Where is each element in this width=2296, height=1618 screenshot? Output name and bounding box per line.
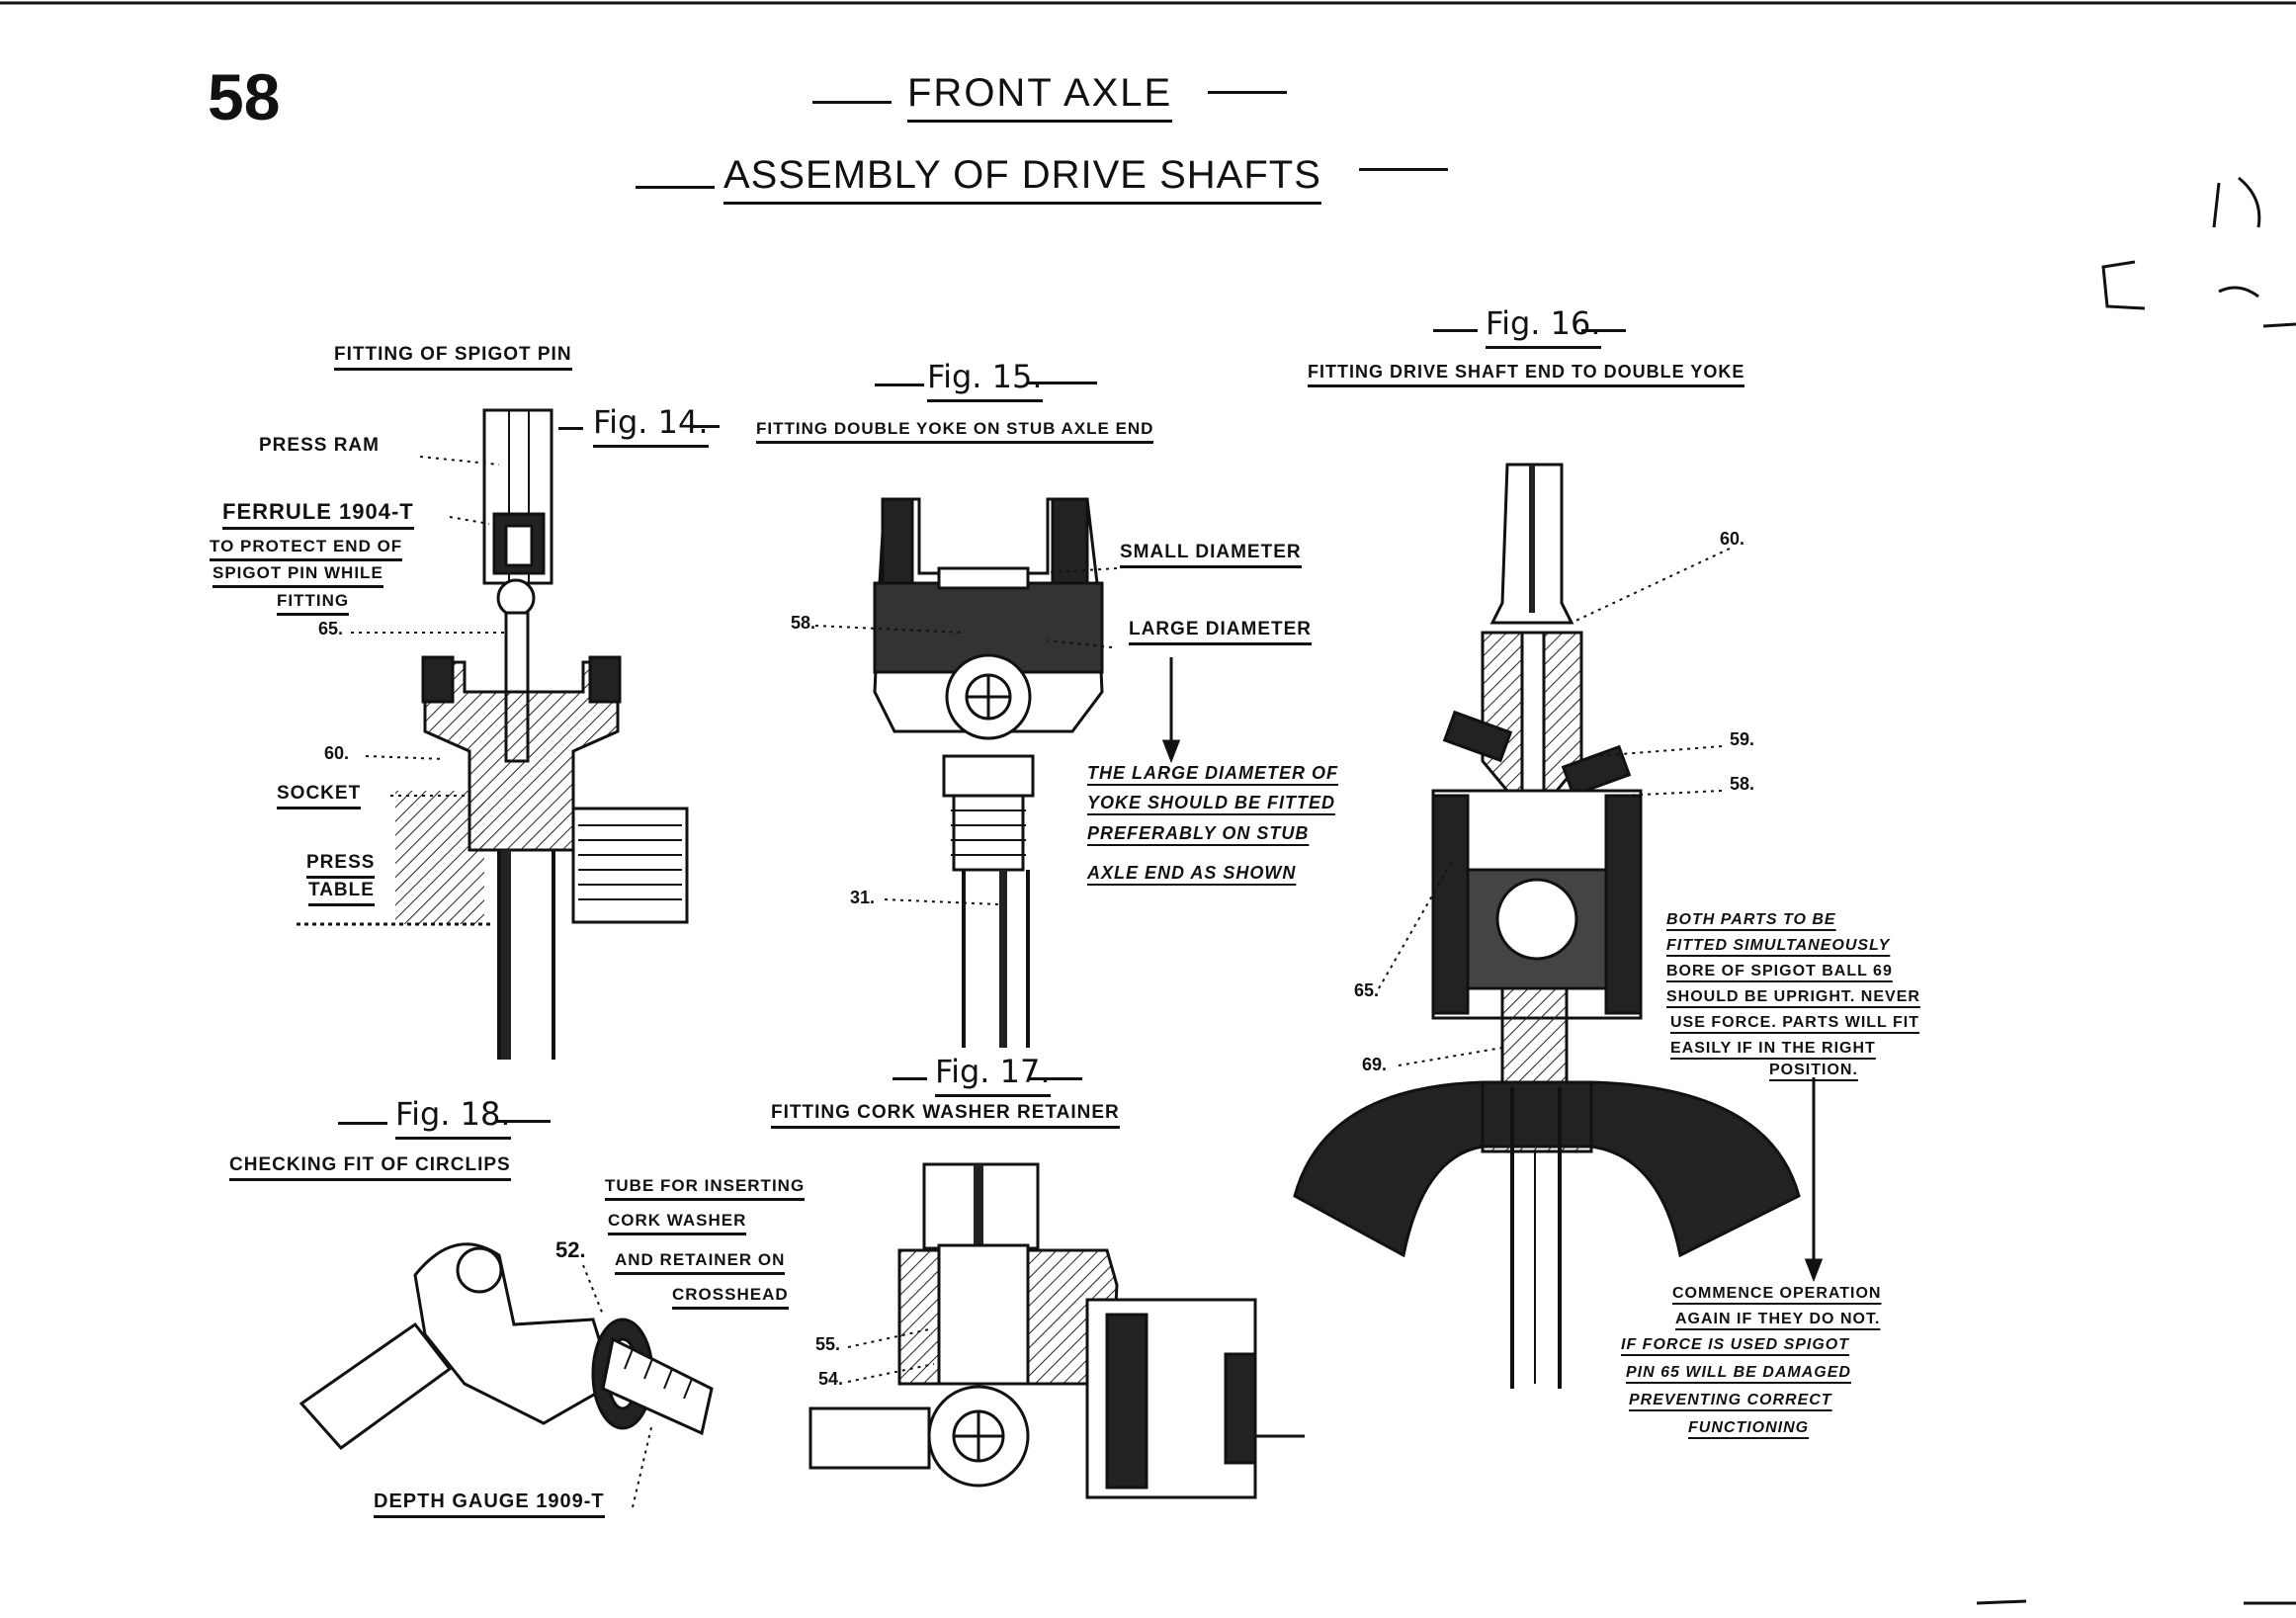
fig17-caption: Fig. 17.	[935, 1053, 1051, 1097]
fig17-tube-line1: TUBE FOR INSERTING	[605, 1176, 806, 1201]
fig15-caption: Fig. 15.	[927, 358, 1043, 402]
fig15-drawing	[873, 497, 1181, 1048]
fig16-dash-right	[1581, 329, 1626, 332]
fig16-warning-line5: PREVENTING CORRECT	[1629, 1392, 1832, 1408]
fig18-dash-left	[338, 1122, 387, 1125]
fig16-note-line1: BOTH PARTS TO BE	[1666, 911, 1836, 928]
fig16-warning-line4: PIN 65 WILL BE DAMAGED	[1626, 1364, 1851, 1381]
fig16-caption: Fig. 16.	[1486, 304, 1601, 349]
fig16-drawing	[1293, 463, 1824, 1389]
scan-marks	[1976, 176, 2296, 1605]
fig14-ferrule: FERRULE 1904-T	[222, 499, 414, 530]
fig16-note-line2: FITTED SIMULTANEOUSLY	[1666, 937, 1891, 954]
fig17-tube-line3: AND RETAINER ON	[615, 1250, 786, 1275]
fig14-drawing	[297, 408, 689, 1060]
fig16-note-line6: EASILY IF IN THE RIGHT	[1670, 1040, 1876, 1057]
fig14-press-ram: PRESS RAM	[259, 435, 380, 456]
fig17-ref-55: 55.	[815, 1334, 841, 1354]
fig16-ref-65: 65.	[1354, 980, 1380, 1000]
fig17-heading: FITTING CORK WASHER RETAINER	[771, 1102, 1120, 1129]
fig18-caption: Fig. 18.	[395, 1095, 511, 1140]
fig16-warning-line1: COMMENCE OPERATION	[1672, 1285, 1882, 1302]
fig17-tube-line4: CROSSHEAD	[672, 1285, 789, 1310]
fig16-note-line5: USE FORCE. PARTS WILL FIT	[1670, 1014, 1919, 1031]
fig15-ref-31: 31.	[850, 888, 876, 907]
fig16-heading: FITTING DRIVE SHAFT END TO DOUBLE YOKE	[1308, 362, 1745, 387]
fig18-dash-right	[496, 1120, 551, 1123]
fig18-heading: CHECKING FIT OF CIRCLIPS	[229, 1154, 511, 1181]
fig15-note-line4: AXLE END AS SHOWN	[1087, 863, 1297, 883]
fig18-depth-gauge: DEPTH GAUGE 1909-T	[374, 1490, 605, 1518]
fig15-note-line3: PREFERABLY ON STUB	[1087, 823, 1310, 843]
fig14-caption: Fig. 14.	[593, 403, 709, 448]
subtitle-dash-right	[1359, 168, 1448, 171]
page-title: FRONT AXLE	[907, 71, 1173, 123]
fig18-drawing	[298, 1242, 714, 1451]
fig16-warning-line2: AGAIN IF THEY DO NOT.	[1675, 1311, 1881, 1327]
fig15-dash-right	[1028, 382, 1097, 384]
fig16-ref-69: 69.	[1362, 1055, 1388, 1074]
fig15-small-diameter: SMALL DIAMETER	[1120, 542, 1302, 568]
page-number: 58	[208, 60, 281, 133]
fig14-protect-line2: SPIGOT PIN WHILE	[213, 563, 383, 588]
fig18-ref-52: 52.	[555, 1237, 586, 1262]
fig14-socket: SOCKET	[277, 783, 362, 809]
fig15-ref-58: 58.	[791, 613, 816, 633]
fig17-dash-left	[893, 1077, 927, 1080]
subtitle-dash-left	[636, 186, 715, 189]
fig17-dash-right	[1028, 1077, 1082, 1080]
fig14-press-table-1: PRESS	[306, 852, 376, 879]
title-dash-right	[1208, 91, 1287, 94]
fig15-large-diameter: LARGE DIAMETER	[1129, 619, 1312, 645]
fig15-note-line1: THE LARGE DIAMETER OF	[1087, 763, 1338, 783]
fig16-ref-60: 60.	[1720, 529, 1745, 549]
fig16-dash-left	[1433, 329, 1478, 332]
fig14-dash-right	[690, 425, 720, 428]
fig14-press-table-2: TABLE	[308, 880, 375, 906]
fig15-heading: FITTING DOUBLE YOKE ON STUB AXLE END	[756, 419, 1154, 444]
fig16-warning-line6: FUNCTIONING	[1688, 1419, 1810, 1436]
fig14-dash-left	[558, 427, 583, 430]
fig17-ref-54: 54.	[818, 1369, 844, 1389]
fig14-ref-60: 60.	[324, 743, 350, 763]
fig17-drawing	[808, 1162, 1305, 1499]
fig15-dash-left	[875, 383, 924, 386]
page-subtitle: ASSEMBLY OF DRIVE SHAFTS	[723, 153, 1321, 205]
title-dash-left	[812, 101, 892, 104]
fig15-note-line2: YOKE SHOULD BE FITTED	[1087, 793, 1336, 812]
fig16-ref-58: 58.	[1730, 774, 1755, 794]
fig17-tube-line2: CORK WASHER	[608, 1211, 747, 1235]
leader-lines	[351, 456, 1731, 1508]
fig14-heading: FITTING OF SPIGOT PIN	[334, 344, 572, 371]
fig16-note-line3: BORE OF SPIGOT BALL 69	[1666, 963, 1893, 979]
fig16-ref-59: 59.	[1730, 729, 1755, 749]
fig16-note-line7: POSITION.	[1769, 1062, 1858, 1078]
fig14-protect-line1: TO PROTECT END OF	[210, 537, 403, 561]
fig14-ref-65: 65.	[318, 619, 344, 639]
fig16-note-line4: SHOULD BE UPRIGHT. NEVER	[1666, 988, 1920, 1005]
fig16-warning-line3: IF FORCE IS USED SPIGOT	[1621, 1336, 1850, 1353]
fig14-protect-line3: FITTING	[277, 591, 350, 616]
